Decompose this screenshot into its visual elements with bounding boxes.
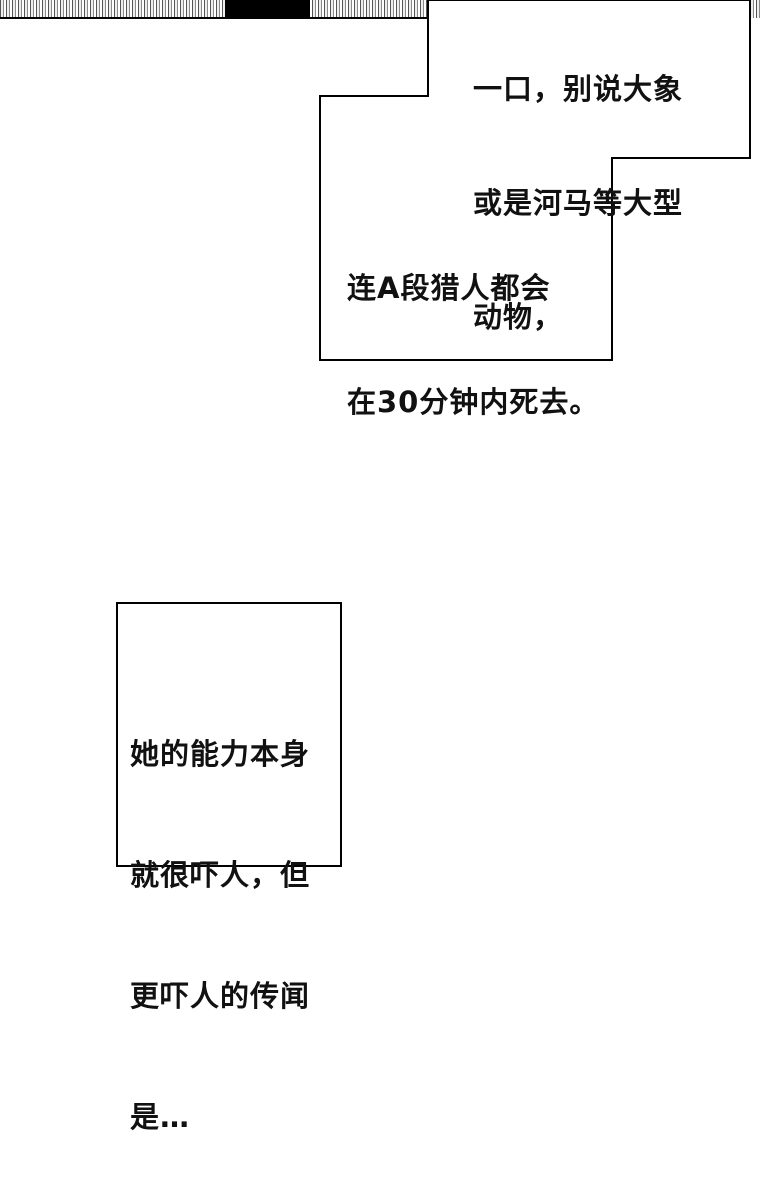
caption-line: 就很吓人，但: [130, 858, 311, 892]
caption-line: 更吓人的传闻: [130, 979, 311, 1013]
panel-border: [0, 17, 430, 19]
caption-line: 动物，: [473, 300, 564, 334]
caption-box-top: [319, 0, 751, 361]
caption-line: 是…: [130, 1100, 191, 1134]
caption-line: 连A段猎人都会: [347, 271, 551, 305]
caption-text-2: 连A段猎人都会 在30分钟内死去。: [347, 193, 599, 459]
caption-line: 在30分钟内死去。: [347, 385, 600, 419]
caption-text-3: 她的能力本身 就很吓人，但 更吓人的传闻 是…: [130, 654, 310, 1178]
caption-text-1: 一口，别说大象 或是河马等大型 动物，: [473, 0, 683, 374]
caption-boxes: [116, 0, 751, 867]
caption-box-bottom: [116, 602, 342, 867]
panel-dark-area: [225, 0, 310, 18]
caption-line: 或是河马等大型: [473, 186, 684, 220]
caption-line: 一口，别说大象: [473, 72, 684, 106]
caption-line: 她的能力本身: [130, 737, 311, 771]
